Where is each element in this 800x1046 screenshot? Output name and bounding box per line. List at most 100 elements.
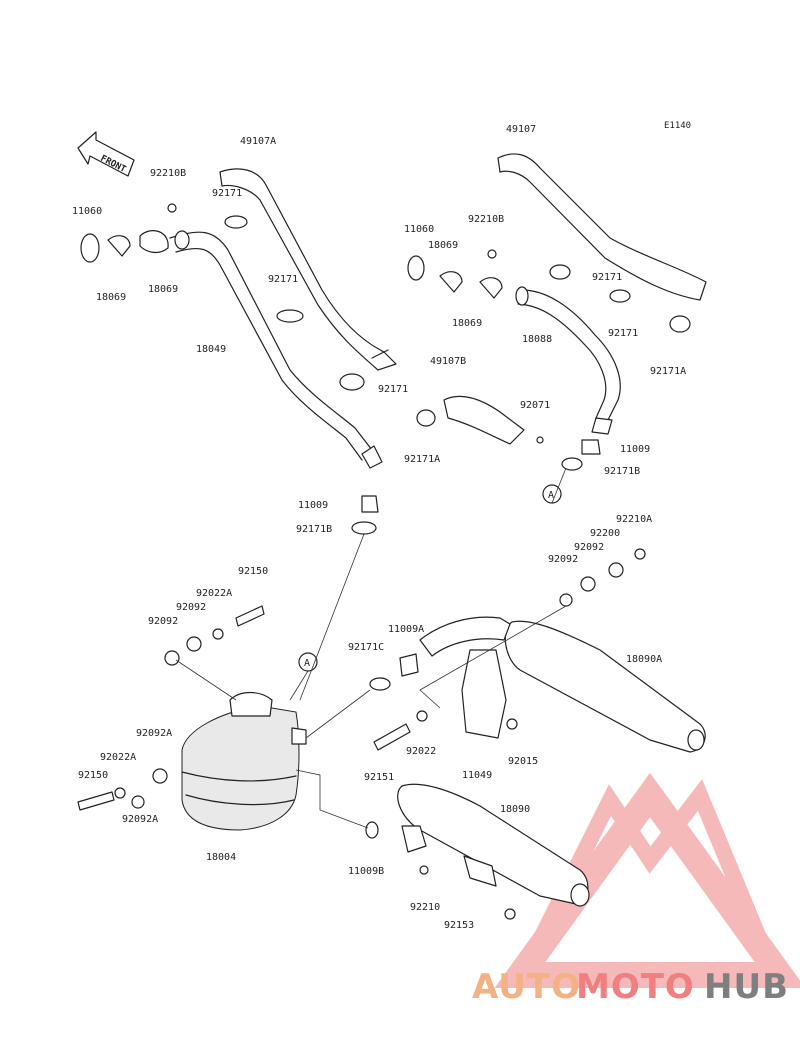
part-label-11009: 11009 — [298, 500, 328, 511]
part-label-92210b: 92210B — [150, 168, 186, 179]
svg-text:A: A — [304, 658, 310, 669]
bolt-92153 — [504, 908, 516, 920]
right-heat-shield — [497, 153, 707, 301]
part-label-92092a: 92092A — [136, 728, 172, 739]
part-label-92171a: 92171A — [404, 454, 440, 465]
watermark-text: AUTO MOTO HUB — [472, 967, 789, 1007]
joint-11009-right — [581, 439, 601, 455]
nut-92015 — [506, 718, 518, 730]
part-label-49107: 49107 — [506, 124, 536, 135]
part-label-92171: 92171 — [608, 328, 638, 339]
washer-92200 — [608, 562, 624, 578]
heat-shield-49107b — [443, 395, 525, 445]
washer-92022a-lower — [114, 787, 126, 799]
bolt-92151 — [373, 723, 411, 751]
clamp-92171-right-b — [609, 289, 631, 303]
part-label-92210a: 92210A — [616, 514, 652, 525]
part-label-18069: 18069 — [428, 240, 458, 251]
flange-18069-right-a — [439, 271, 463, 293]
screw-92071 — [536, 436, 544, 444]
part-label-92022: 92022 — [406, 746, 436, 757]
part-label-92092: 92092 — [548, 554, 578, 565]
part-label-11060: 11060 — [72, 206, 102, 217]
clamp-92171b-left — [351, 521, 377, 535]
main-muffler-18004 — [181, 691, 307, 831]
watermark-hub: HUB — [704, 967, 789, 1007]
part-label-92092: 92092 — [574, 542, 604, 553]
nut-92092-right-a — [559, 593, 573, 607]
flange-18069-left — [107, 235, 131, 257]
part-label-11049: 11049 — [462, 770, 492, 781]
right-header-pipe — [515, 286, 621, 435]
joint-11009-left — [361, 495, 379, 513]
svg-text:A: A — [548, 490, 554, 501]
left-header-pipe — [139, 230, 383, 469]
front-arrow-icon: FRONT — [77, 131, 135, 177]
clamp-92171-c — [339, 373, 365, 391]
part-label-49107a: 49107A — [240, 136, 276, 147]
right-muffler-18090a — [419, 616, 706, 753]
part-label-11060: 11060 — [404, 224, 434, 235]
part-label-92200: 92200 — [590, 528, 620, 539]
part-label-92171a: 92171A — [650, 366, 686, 377]
nut-92092a-lower-a — [152, 768, 168, 784]
part-label-49107b: 49107B — [430, 356, 466, 367]
part-label-92171: 92171 — [268, 274, 298, 285]
part-label-18004: 18004 — [206, 852, 236, 863]
clamp-92171-a — [224, 215, 248, 229]
bolt-92150-lower — [77, 791, 115, 811]
clamp-92171-b — [276, 309, 304, 323]
part-label-18069: 18069 — [96, 292, 126, 303]
part-label-92171b: 92171B — [604, 466, 640, 477]
gasket-11009b — [365, 821, 379, 839]
part-label-92022a: 92022A — [100, 752, 136, 763]
part-label-92171: 92171 — [378, 384, 408, 395]
part-label-92171: 92171 — [592, 272, 622, 283]
part-label-92210: 92210 — [410, 902, 440, 913]
watermark-moto: MOTO — [576, 967, 695, 1007]
left-muffler-18090 — [397, 783, 590, 907]
nut-92210 — [419, 865, 429, 875]
part-label-18090a: 18090A — [626, 654, 662, 665]
part-label-92150: 92150 — [78, 770, 108, 781]
part-label-11009a: 11009A — [388, 624, 424, 635]
part-label-92092a: 92092A — [122, 814, 158, 825]
part-label-92150: 92150 — [238, 566, 268, 577]
washer-92022 — [416, 710, 428, 722]
part-label-18088: 18088 — [522, 334, 552, 345]
clamp-92171a-mid — [416, 409, 436, 427]
part-label-18069: 18069 — [148, 284, 178, 295]
joint-11009a — [399, 653, 419, 677]
nut-92210a — [634, 548, 646, 560]
part-label-92092: 92092 — [176, 602, 206, 613]
clamp-92171-right-a — [549, 264, 571, 280]
part-label-92015: 92015 — [508, 756, 538, 767]
part-label-92171: 92171 — [212, 188, 242, 199]
part-label-92210b: 92210B — [468, 214, 504, 225]
diagram-code: E1140 — [664, 121, 691, 131]
part-label-11009b: 11009B — [348, 866, 384, 877]
bracket-11049 — [461, 649, 507, 739]
part-labels: 1106092210B180691806949107A9217192171180… — [72, 124, 686, 931]
part-label-92151: 92151 — [364, 772, 394, 783]
part-label-11009: 11009 — [620, 444, 650, 455]
nut-92092-right-b — [580, 576, 596, 592]
nut-92092-upper — [186, 636, 202, 652]
part-label-92022a: 92022A — [196, 588, 232, 599]
left-heat-shield — [219, 168, 397, 371]
part-label-92171c: 92171C — [348, 642, 384, 653]
part-label-92171b: 92171B — [296, 524, 332, 535]
gasket-11060-left — [80, 233, 100, 263]
clamp-92171b-right — [561, 457, 583, 471]
clamp-92171c — [369, 677, 391, 691]
part-label-92071: 92071 — [520, 400, 550, 411]
washer-92022a-upper — [212, 628, 224, 640]
part-label-18090: 18090 — [500, 804, 530, 815]
part-label-18069: 18069 — [452, 318, 482, 329]
clamp-92171a-right — [669, 315, 691, 333]
gasket-11060-right — [407, 255, 425, 281]
bolt-92150-upper — [235, 605, 265, 627]
part-label-92153: 92153 — [444, 920, 474, 931]
